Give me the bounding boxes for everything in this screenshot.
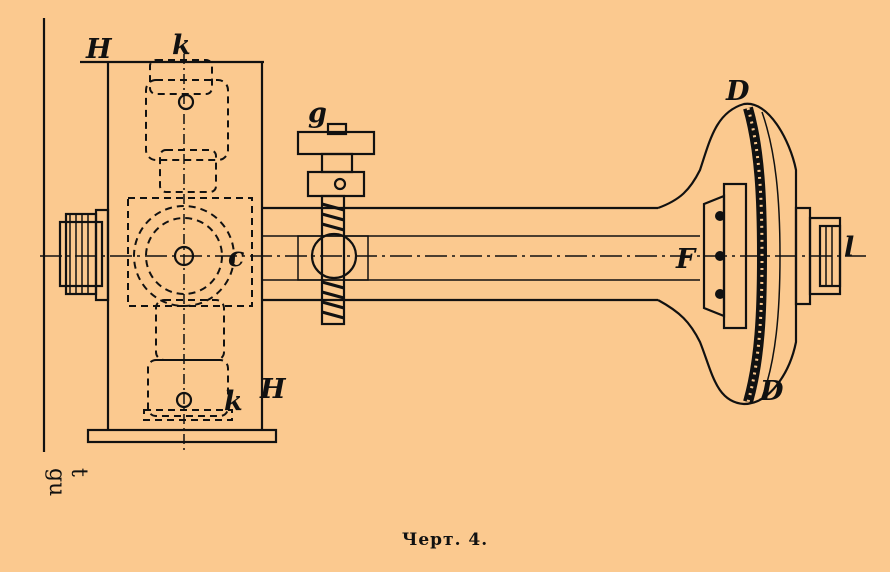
tube xyxy=(262,206,700,302)
label-D-top: D xyxy=(725,76,750,107)
frame-H xyxy=(80,60,278,444)
label-k-top: k xyxy=(172,30,191,61)
label-D-bottom: D xyxy=(759,376,784,407)
right-knob xyxy=(794,206,842,306)
label-l: l xyxy=(844,232,854,263)
label-g: g xyxy=(308,98,327,129)
pivot-top xyxy=(177,93,195,111)
disc-housing xyxy=(657,102,798,406)
label-F: F xyxy=(675,244,697,275)
label-H-top: H xyxy=(85,34,113,65)
side-mark-left: gu xyxy=(44,468,69,496)
label-c: c xyxy=(228,242,244,273)
label-H-bottom: H xyxy=(259,374,287,405)
side-mark-right: t xyxy=(66,468,91,477)
screw-g xyxy=(296,122,376,326)
label-k-bottom: k xyxy=(224,386,243,417)
left-knob xyxy=(58,208,110,302)
figure-caption: Черт. 4. xyxy=(401,530,489,550)
pivot-bottom xyxy=(175,391,193,409)
